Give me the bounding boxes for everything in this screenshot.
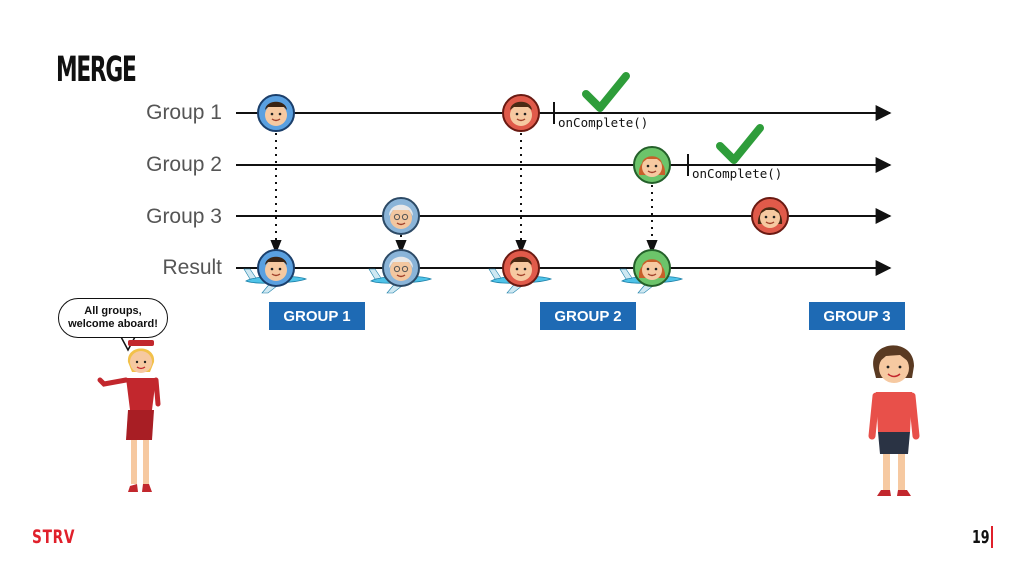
row-label-group-3: Group 3 <box>146 205 222 228</box>
girl-illustration <box>868 345 920 496</box>
result-boy-blue <box>243 249 307 294</box>
speech-line-1: All groups, <box>84 305 142 317</box>
speech-bubble: All groups, welcome aboard! <box>58 298 168 338</box>
avatar-girl-green <box>633 146 671 184</box>
page-number: 19 <box>972 527 990 548</box>
flight-attendant-illustration <box>97 340 161 492</box>
result-boy-red <box>488 249 552 294</box>
slide-title: MERGE <box>56 50 137 90</box>
group-badge-2: GROUP 2 <box>540 302 636 330</box>
check-icon <box>582 72 630 112</box>
page-number-bar <box>991 526 993 548</box>
on-complete-label-1: onComplete() <box>558 115 648 130</box>
avatar-boy-blue <box>257 94 295 132</box>
on-complete-label-2: onComplete() <box>692 166 782 181</box>
speech-line-2: welcome aboard! <box>68 318 158 330</box>
result-grandma <box>368 249 432 294</box>
group-badge-1: GROUP 1 <box>269 302 365 330</box>
row-label-group-1: Group 1 <box>146 101 222 124</box>
check-icon <box>716 124 764 164</box>
brand-logo: STRV <box>32 526 76 548</box>
result-girl-green <box>619 249 683 294</box>
avatar-grandma <box>382 197 420 235</box>
row-label-result: Result <box>162 256 222 279</box>
avatar-boy-red <box>502 94 540 132</box>
row-label-group-2: Group 2 <box>146 153 222 176</box>
group-badge-3: GROUP 3 <box>809 302 905 330</box>
avatar-girl-red <box>751 197 789 235</box>
